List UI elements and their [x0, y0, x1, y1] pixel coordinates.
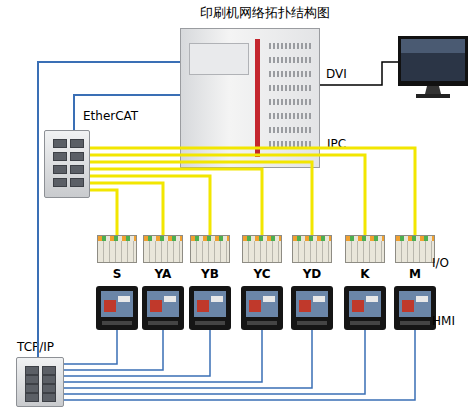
switch-port: [53, 152, 67, 161]
io-terminal-top: [396, 236, 434, 241]
network-cable: [90, 155, 365, 235]
node-label: YD: [293, 267, 331, 281]
hmi-panel: [189, 286, 231, 330]
io-module: K: [345, 235, 385, 263]
ipc-red-stripe: [255, 39, 260, 157]
io-module: M: [395, 235, 435, 263]
switch-port: [70, 139, 84, 148]
switch-port: [25, 366, 39, 375]
switch-port: [70, 165, 84, 174]
switch-port: [25, 375, 39, 384]
switch-port: [25, 384, 39, 393]
network-cable: [90, 169, 262, 235]
switch-port: [53, 178, 67, 187]
hmi-panel: [96, 286, 138, 330]
io-module: YA: [143, 235, 183, 263]
monitor-screen: [401, 39, 465, 81]
tcpip-switch: TCP/IP: [16, 357, 64, 407]
hmi-wire: [64, 330, 365, 394]
ethercat-switch: EtherCAT: [44, 130, 90, 198]
hmi-wire: [64, 330, 163, 370]
switch-port: [25, 393, 39, 402]
network-cable: [38, 62, 180, 357]
io-terminal-top: [98, 236, 136, 241]
switch-port: [53, 139, 67, 148]
hmi-wire: [64, 330, 210, 376]
switch-port: [42, 375, 56, 384]
annotation-label: I/O: [432, 256, 449, 270]
network-cable: [90, 190, 117, 235]
dvi-wire: [320, 62, 398, 85]
node-label: S: [98, 267, 136, 281]
node-label: YC: [243, 267, 281, 281]
diagram-title: 印刷机网络拓扑结构图: [200, 4, 330, 22]
io-module: YC: [242, 235, 282, 263]
hmi-panel: [291, 286, 333, 330]
node-label: M: [396, 267, 434, 281]
node-label: YA: [144, 267, 182, 281]
ipc-panel: [189, 43, 249, 75]
switch-port: [53, 165, 67, 174]
hmi-panel: [344, 286, 386, 330]
annotation-label: DVI: [326, 67, 347, 81]
network-cable: [74, 95, 180, 130]
monitor-frame: [398, 36, 468, 86]
ipc-vent: [269, 141, 313, 147]
io-module: YD: [292, 235, 332, 263]
switch-port: [42, 384, 56, 393]
io-terminal-top: [191, 236, 229, 241]
hmi-wire: [64, 330, 312, 388]
annotation-label: HMI: [432, 314, 455, 328]
network-cable: [90, 183, 163, 235]
switch-port: [42, 366, 56, 375]
io-terminal-top: [346, 236, 384, 241]
hmi-wire: [64, 330, 117, 364]
hmi-panel: [394, 286, 436, 330]
hmi-wires: [64, 330, 415, 400]
switch-port: [70, 178, 84, 187]
ipc-vent: [269, 113, 313, 119]
switch-port: [70, 152, 84, 161]
monitor: [398, 36, 468, 98]
network-cable: [90, 176, 210, 235]
ipc-vent: [269, 85, 313, 91]
ipc-vent: [269, 127, 313, 133]
ipc-vent: [269, 99, 313, 105]
node-label: YB: [191, 267, 229, 281]
io-module: YB: [190, 235, 230, 263]
monitor-glare: [401, 39, 465, 53]
hmi-panel: [241, 286, 283, 330]
ipc-vent: [269, 57, 313, 63]
node-label: K: [346, 267, 384, 281]
node-label: TCP/IP: [17, 340, 54, 354]
hmi-panel: [142, 286, 184, 330]
ipc-vent: [269, 71, 313, 77]
io-module: S: [97, 235, 137, 263]
io-terminal-top: [293, 236, 331, 241]
node-label: EtherCAT: [83, 109, 138, 123]
monitor-base: [416, 94, 450, 98]
switch-port: [42, 393, 56, 402]
hmi-panels: [96, 286, 436, 330]
io-terminal-top: [243, 236, 281, 241]
hmi-wire: [64, 330, 415, 400]
monitor-stand: [425, 86, 441, 94]
ipc-vent: [269, 43, 313, 49]
io-terminal-top: [144, 236, 182, 241]
network-cable: [90, 162, 312, 235]
network-cable: [90, 148, 415, 235]
hmi-wire: [64, 330, 262, 382]
